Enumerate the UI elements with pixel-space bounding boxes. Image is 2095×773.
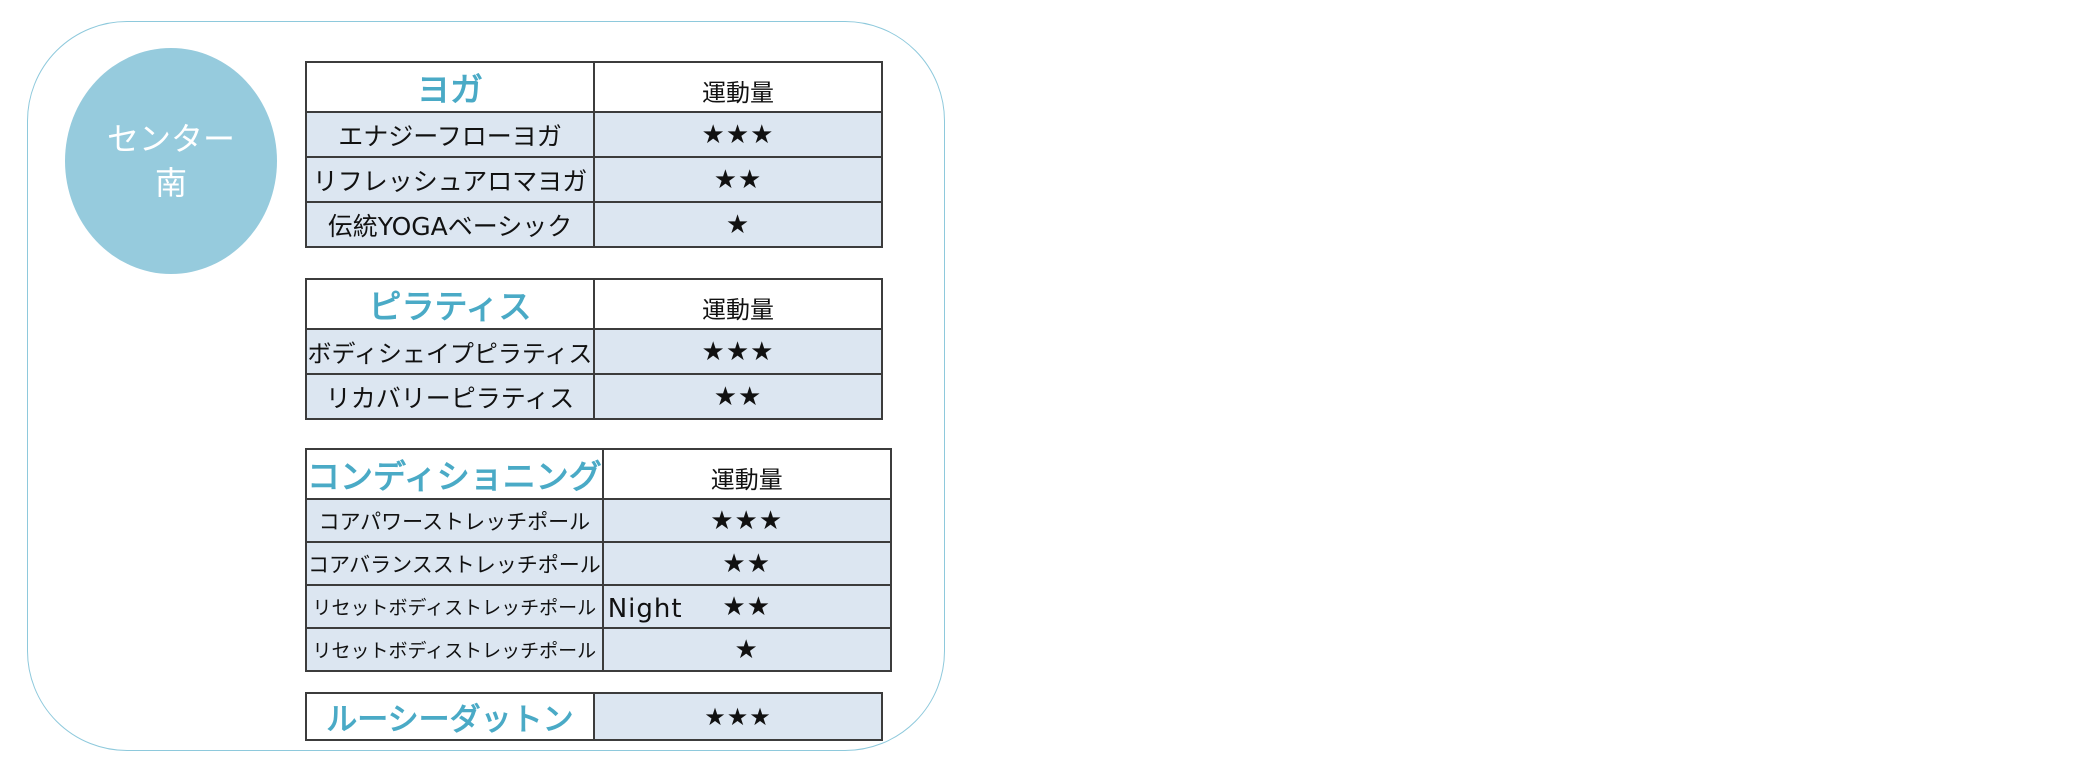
class-name: リフレッシュアロマヨガ bbox=[305, 156, 595, 203]
class-name: ボディシェイプピラティス bbox=[305, 328, 595, 375]
table-row: コアパワーストレッチポール ★★★ bbox=[305, 498, 892, 543]
class-name: 伝統YOGAベーシック bbox=[305, 201, 595, 248]
class-name: リセットボディストレッチポール bbox=[305, 627, 604, 672]
center-badge: センター南 bbox=[65, 48, 277, 274]
conditioning-intensity-header: 運動量 bbox=[601, 448, 892, 500]
table-row: エナジーフローヨガ ★★★ bbox=[305, 111, 883, 158]
conditioning-header-row: コンディショニング 運動量 bbox=[305, 448, 892, 500]
table-row: ボディシェイプピラティス ★★★ bbox=[305, 328, 883, 375]
table-row: リカバリーピラティス ★★ bbox=[305, 373, 883, 420]
class-name: コアバランスストレッチポール bbox=[305, 541, 604, 586]
ruesi-dutton-table: ルーシーダットン ★★★ bbox=[305, 692, 883, 741]
table-row: リフレッシュアロマヨガ ★★ bbox=[305, 156, 883, 203]
yoga-header-row: ヨガ 運動量 bbox=[305, 61, 883, 113]
ruesi-dutton-row: ルーシーダットン ★★★ bbox=[305, 692, 883, 741]
center-label: センター南 bbox=[106, 120, 235, 202]
pilates-header-row: ピラティス 運動量 bbox=[305, 278, 883, 330]
intensity-stars: Night ★★ bbox=[601, 584, 892, 629]
intensity-stars: ★★ bbox=[601, 541, 892, 586]
intensity-stars: ★★★ bbox=[593, 111, 883, 158]
class-name: エナジーフローヨガ bbox=[305, 111, 595, 158]
table-row: 伝統YOGAベーシック ★ bbox=[305, 201, 883, 248]
pilates-table: ピラティス 運動量 ボディシェイプピラティス ★★★ リカバリーピラティス ★★ bbox=[305, 278, 883, 420]
yoga-intensity-header: 運動量 bbox=[593, 61, 883, 113]
table-row: リセットボディストレッチポール Night ★★ bbox=[305, 584, 892, 629]
pilates-intensity-header: 運動量 bbox=[593, 278, 883, 330]
pilates-title: ピラティス bbox=[305, 278, 595, 330]
yoga-title: ヨガ bbox=[305, 61, 595, 113]
intensity-stars: ★ bbox=[601, 627, 892, 672]
intensity-stars: ★★ bbox=[593, 156, 883, 203]
studio-panel bbox=[27, 21, 945, 751]
class-name: リカバリーピラティス bbox=[305, 373, 595, 420]
intensity-stars: ★★★ bbox=[593, 692, 883, 741]
intensity-stars: ★★★ bbox=[601, 498, 892, 543]
class-name: リセットボディストレッチポール bbox=[305, 584, 604, 629]
table-row: リセットボディストレッチポール ★ bbox=[305, 627, 892, 672]
ruesi-dutton-title: ルーシーダットン bbox=[305, 692, 595, 741]
intensity-stars: ★★ bbox=[593, 373, 883, 420]
class-name: コアパワーストレッチポール bbox=[305, 498, 604, 543]
night-tag: Night bbox=[607, 594, 683, 624]
intensity-stars-value: ★★ bbox=[722, 591, 772, 622]
table-row: コアバランスストレッチポール ★★ bbox=[305, 541, 892, 586]
conditioning-table: コンディショニング 運動量 コアパワーストレッチポール ★★★ コアバランススト… bbox=[305, 448, 892, 672]
conditioning-title: コンディショニング bbox=[305, 448, 604, 500]
yoga-table: ヨガ 運動量 エナジーフローヨガ ★★★ リフレッシュアロマヨガ ★★ 伝統YO… bbox=[305, 61, 883, 248]
intensity-stars: ★★★ bbox=[593, 328, 883, 375]
intensity-stars: ★ bbox=[593, 201, 883, 248]
